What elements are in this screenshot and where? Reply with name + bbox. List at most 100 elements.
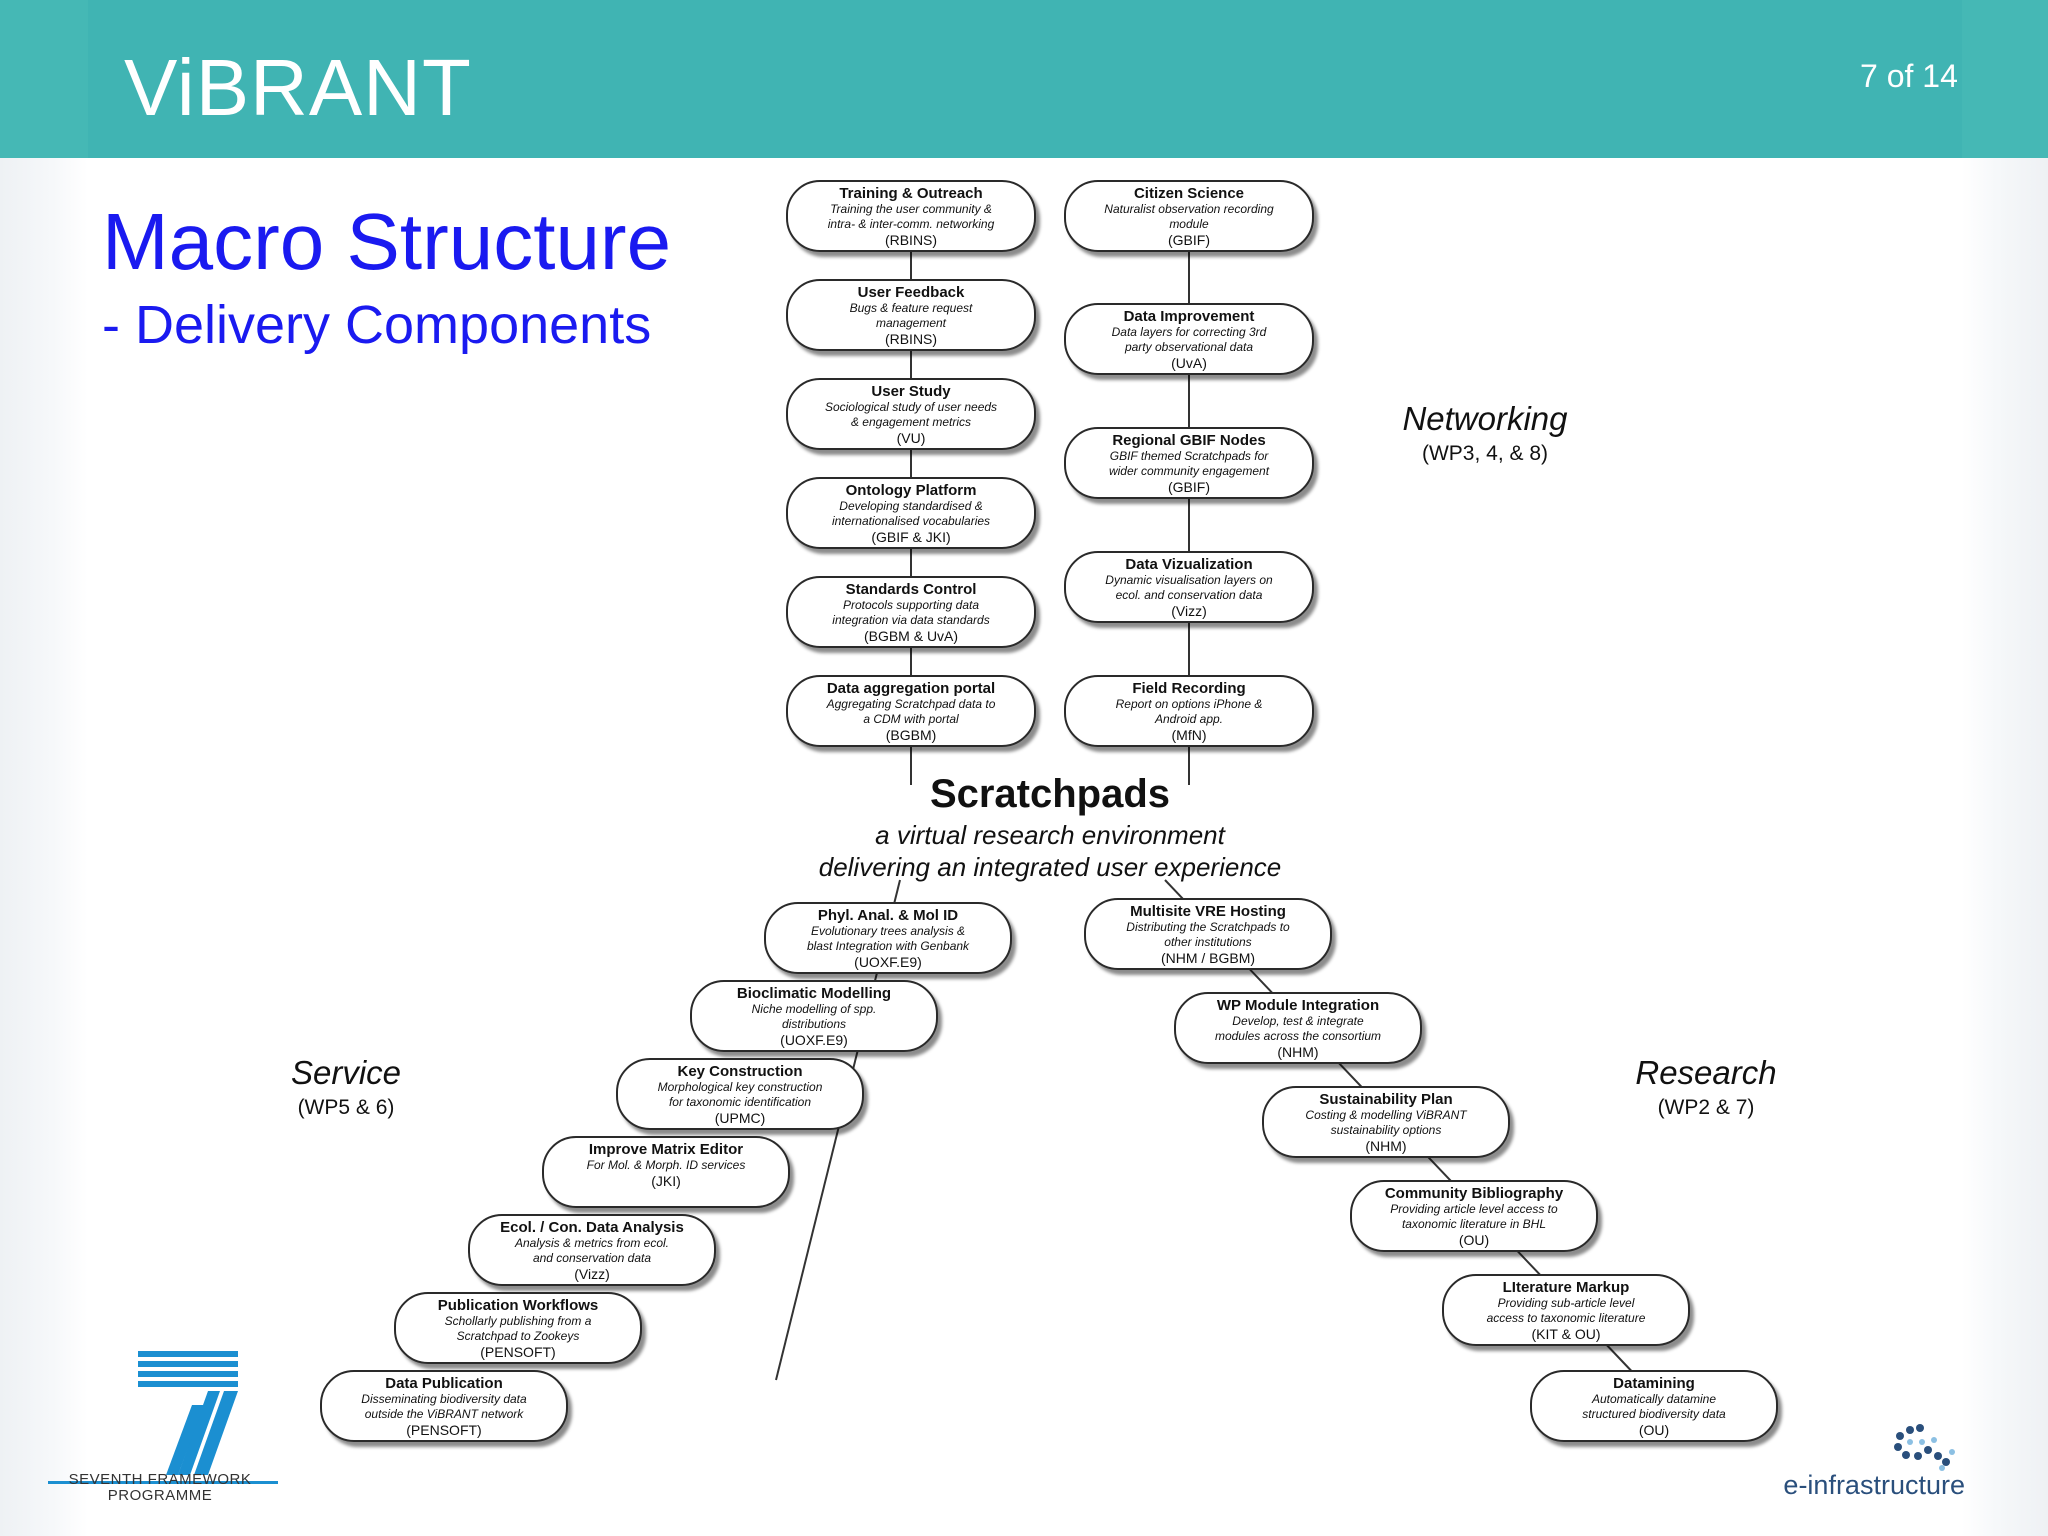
node-title: Community Bibliography [1384,1185,1564,1202]
node-desc: Training the user community & [830,202,992,216]
node-data-improvement: Data Improvement Data layers for correct… [1064,303,1314,375]
node-desc: access to taxonomic literature [1486,1311,1646,1325]
node-user-feedback: User Feedback Bugs & feature request man… [786,279,1036,351]
node-desc: internationalised vocabularies [831,514,991,528]
node-desc: a CDM with portal [863,712,959,726]
node-desc: other institutions [1164,935,1252,949]
node-datamining: Datamining Automatically datamine struct… [1530,1370,1778,1442]
node-partner: (NHM / BGBM) [1160,950,1256,966]
node-training-outreach: Training & Outreach Training the user co… [786,180,1036,252]
node-desc: structured biodiversity data [1582,1407,1726,1421]
node-desc: Data layers for correcting 3rd [1111,325,1267,339]
node-key-construction: Key Construction Morphological key const… [616,1058,864,1130]
group-service: Service (WP5 & 6) [246,1054,446,1120]
node-partner: (PENSOFT) [480,1344,556,1360]
node-desc: wider community engagement [1108,464,1270,478]
node-standards-control: Standards Control Protocols supporting d… [786,576,1036,648]
node-desc: Report on options iPhone & [1115,697,1263,711]
center-title: Scratchpads [929,772,1171,816]
node-title: Phyl. Anal. & Mol ID [817,907,959,924]
left-decor [0,0,88,1536]
slide-subtitle: - Delivery Components [102,295,652,355]
node-desc: Niche modelling of spp. [751,1002,877,1016]
node-title: User Feedback [857,284,965,301]
node-desc: Evolutionary trees analysis & [810,924,966,938]
node-title: Improve Matrix Editor [588,1141,744,1158]
node-community-bibliography: Community Bibliography Providing article… [1350,1180,1598,1252]
header-bar: ViBRANT 7 of 14 [0,0,2048,158]
node-partner: (UPMC) [714,1110,766,1126]
node-title: Publication Workflows [437,1297,599,1314]
group-title: Research [1635,1054,1777,1091]
node-title: Ontology Platform [845,482,977,499]
node-field-recording: Field Recording Report on options iPhone… [1064,675,1314,747]
node-desc: & engagement metrics [850,415,972,429]
node-title: Data Publication [385,1375,503,1392]
node-title: Bioclimatic Modelling [736,985,892,1002]
node-wp-module: WP Module Integration Develop, test & in… [1174,992,1422,1064]
node-partner: (RBINS) [884,232,938,248]
node-data-vizualization: Data Vizualization Dynamic visualisation… [1064,551,1314,623]
node-desc: management [875,316,947,330]
node-desc: party observational data [1124,340,1254,354]
node-title: Key Construction [677,1063,803,1080]
fp7-text: SEVENTH FRAMEWORK PROGRAMME [40,1472,280,1504]
node-partner: (Vizz) [1171,603,1207,619]
group-wp: (WP2 & 7) [1657,1096,1755,1119]
node-partner: (BGBM) [885,727,937,743]
node-desc: Android app. [1154,712,1224,726]
e-infrastructure-text: e-infrastructure [1783,1470,1965,1500]
node-partner: (OU) [1638,1422,1670,1438]
node-title: Training & Outreach [839,185,983,202]
node-desc: Providing sub-article level [1497,1296,1635,1310]
group-networking: Networking (WP3, 4, & 8) [1385,400,1585,466]
node-desc: Naturalist observation recording [1104,202,1274,216]
node-publication-workflows: Publication Workflows Schollarly publish… [394,1292,642,1364]
node-title: Data Improvement [1123,308,1255,325]
group-title: Service [290,1054,402,1091]
node-title: LIterature Markup [1502,1279,1630,1296]
right-decor [1962,0,2048,1536]
node-phyl-anal: Phyl. Anal. & Mol ID Evolutionary trees … [764,902,1012,974]
node-partner: (UOXF.E9) [854,954,922,970]
node-partner: (NHM) [1365,1138,1407,1154]
node-partner: (RBINS) [884,331,938,347]
node-partner: (MfN) [1171,727,1207,743]
node-ontology-platform: Ontology Platform Developing standardise… [786,477,1036,549]
node-partner: (BGBM & UvA) [863,628,959,644]
node-desc: blast Integration with Genbank [806,939,970,953]
node-regional-gbif: Regional GBIF Nodes GBIF themed Scratchp… [1064,427,1314,499]
node-desc: Providing article level access to [1390,1202,1558,1216]
node-desc: Morphological key construction [657,1080,823,1094]
node-title: Regional GBIF Nodes [1112,432,1266,449]
node-ecol-con-analysis: Ecol. / Con. Data Analysis Analysis & me… [468,1214,716,1286]
node-desc: Protocols supporting data [842,598,980,612]
node-desc: Distributing the Scratchpads to [1126,920,1290,934]
node-desc: outside the ViBRANT network [364,1407,524,1421]
node-title: Ecol. / Con. Data Analysis [500,1219,684,1236]
node-multisite-hosting: Multisite VRE Hosting Distributing the S… [1084,898,1332,970]
node-desc: and conservation data [532,1251,652,1265]
node-desc: intra- & inter-comm. networking [827,217,995,231]
node-title: User Study [871,383,951,400]
node-desc: Analysis & metrics from ecol. [514,1236,670,1250]
node-desc: Dynamic visualisation layers on [1105,573,1273,587]
e-infrastructure-logo [1894,1424,1955,1471]
node-partner: (Vizz) [574,1266,610,1282]
node-partner: (NHM) [1277,1044,1319,1060]
node-desc: distributions [781,1017,847,1031]
node-desc: Bugs & feature request [849,301,973,315]
node-partner: (GBIF & JKI) [871,529,951,545]
node-title: Field Recording [1132,680,1246,697]
node-desc: Disseminating biodiversity data [361,1392,527,1406]
node-bioclimatic: Bioclimatic Modelling Niche modelling of… [690,980,938,1052]
node-partner: (GBIF) [1168,232,1210,248]
slide-title: Macro Structure [102,197,672,286]
node-desc: taxonomic literature in BHL [1401,1217,1547,1231]
node-desc: Developing standardised & [839,499,983,513]
node-title: Datamining [1613,1375,1695,1392]
node-desc: Scratchpad to Zookeys [456,1329,580,1343]
node-sustainability: Sustainability Plan Costing & modelling … [1262,1086,1510,1158]
fp7-line: SEVENTH FRAMEWORK [68,1471,252,1488]
group-wp: (WP5 & 6) [297,1096,395,1119]
